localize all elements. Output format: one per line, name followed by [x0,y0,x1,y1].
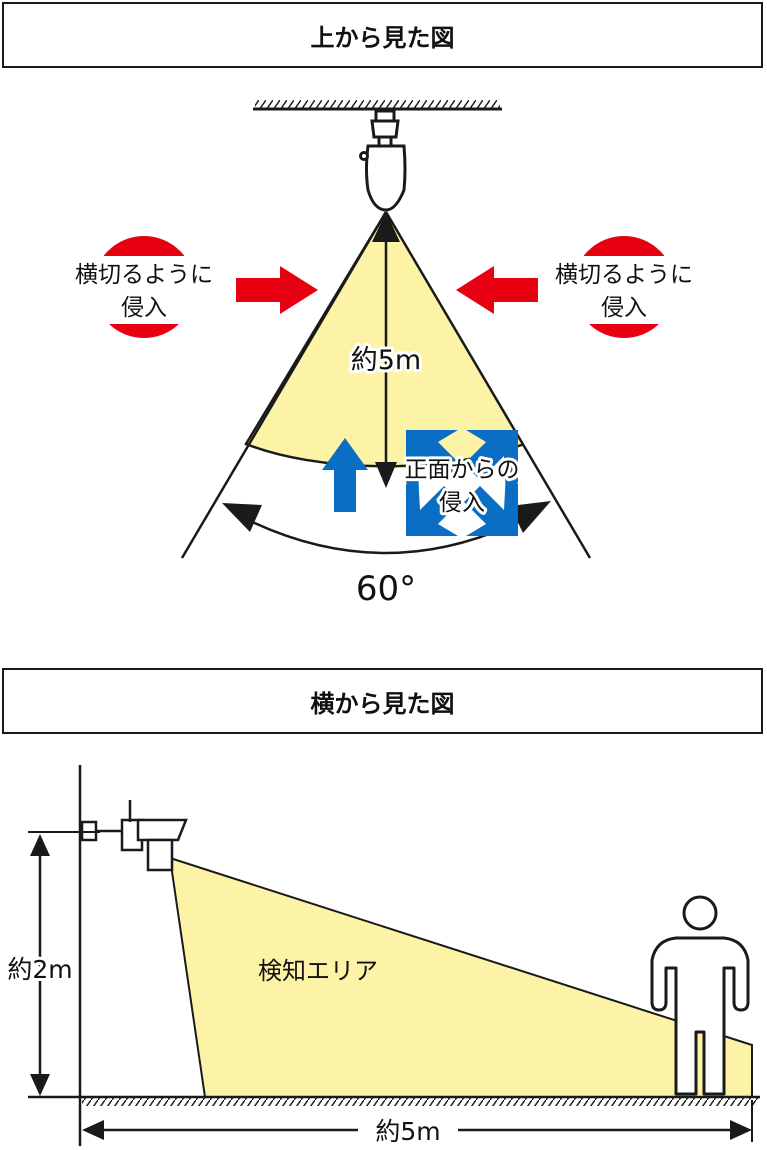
ceiling-hatch [255,100,500,109]
blue-arrow-diagonal-upleft-icon [406,430,460,494]
fov-boundary-left [180,211,388,559]
distance-arrow-side [82,1120,752,1140]
side-entry-label-right-line1: 横切るように [555,262,693,288]
distance-label-side: 約5m [375,1117,440,1146]
top-view-diagram: 約5m 60° 横切るように 侵入 横切るように 侵入 [75,100,693,609]
camera-icon [359,109,407,212]
distance-arrow-top [372,212,400,488]
front-entry-label-line2: 侵入 [439,490,485,516]
red-arrow-left-icon [456,266,538,314]
side-entry-badge-left: 横切るように 侵入 [75,236,213,338]
person-icon [650,895,750,1096]
height-label: 約2m [7,955,72,984]
side-entry-label-left-line2: 侵入 [121,295,167,321]
side-view-diagram: 検知エリア 約2m [4,765,760,1146]
ground-hatch [82,1098,758,1106]
side-view-title: 横から見た図 [2,668,763,734]
area-label-side: 検知エリア [258,957,378,985]
blue-arrow-diagonal-upright-icon [464,430,518,494]
blue-arrow-diagonal-downright-icon [464,472,518,536]
front-entry-label-line1: 正面からの [405,457,520,483]
distance-label-top: 約5m [351,345,421,376]
side-entry-badge-right: 横切るように 侵入 [555,236,693,338]
height-arrow [30,834,50,1096]
side-entry-label-left-line1: 横切るように [75,262,213,288]
top-view-title: 上から見た図 [2,2,763,68]
fov-boundary-right [384,211,592,559]
side-entry-label-right-line2: 侵入 [601,295,647,321]
wall-camera-icon [80,800,188,872]
blue-arrow-up-icon [322,438,368,512]
red-arrow-right-icon [236,266,318,314]
blue-arrow-diagonal-downleft-icon [406,472,460,536]
angle-label: 60° [356,569,416,609]
